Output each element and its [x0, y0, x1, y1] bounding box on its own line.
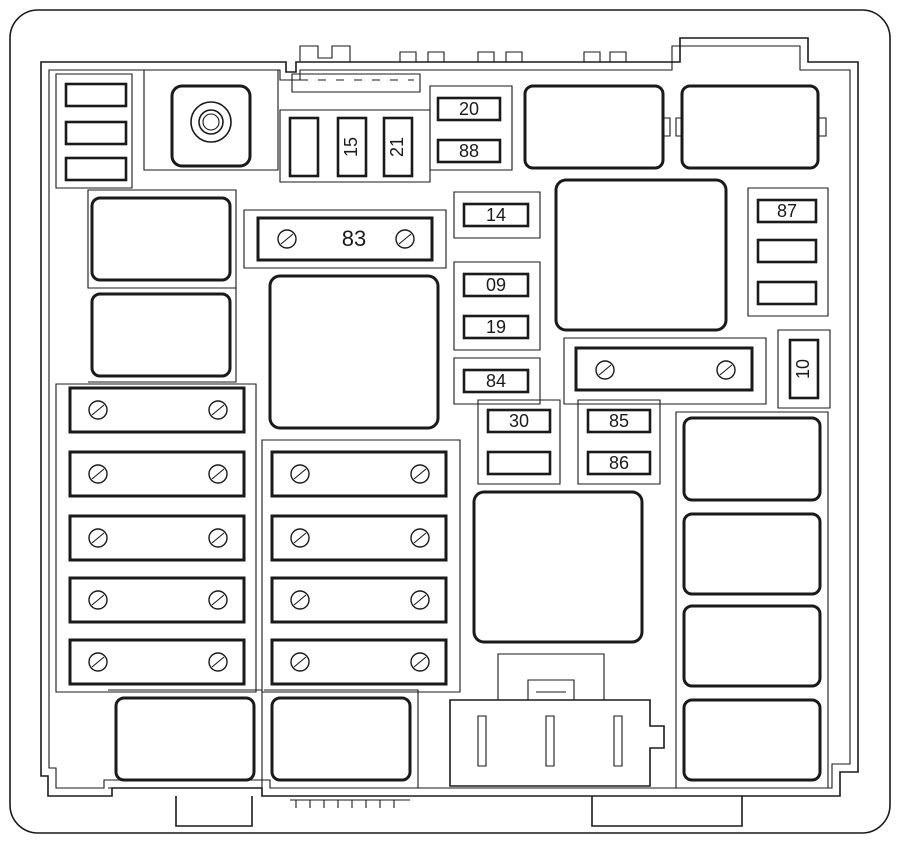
fuse-84-label: 84 [486, 371, 506, 391]
fuse-20-label: 20 [459, 99, 479, 119]
maxi-fuse-83: 83 [243, 209, 447, 269]
relay [114, 696, 256, 782]
relay [682, 512, 822, 596]
inner-body [40, 37, 859, 827]
fuse-21-label: 21 [387, 137, 407, 157]
fuse-15-label: 15 [341, 137, 361, 157]
fuse-block-85-86: 85 86 [577, 399, 661, 485]
fuse-box-outline [9, 9, 891, 834]
fuse-bank-top-left [55, 73, 133, 189]
fuse-10: 10 [777, 329, 831, 409]
fuse-85-label: 85 [609, 411, 629, 431]
fuse-30-label: 30 [509, 411, 529, 431]
fuse-86-label: 86 [609, 453, 629, 473]
maxi-fuse-column-left [55, 383, 257, 693]
relay [523, 84, 665, 170]
fuse-83-label: 83 [342, 226, 366, 251]
relay [270, 696, 412, 782]
relay [680, 84, 820, 170]
relay [90, 292, 232, 378]
fuse-block-09-19: 09 19 [453, 261, 541, 351]
maxi-fuse-column-right [261, 439, 461, 693]
fuse-84: 84 [453, 357, 541, 405]
fuse-19-label: 19 [486, 317, 506, 337]
relay [554, 178, 728, 332]
fuse-88-label: 88 [459, 141, 479, 161]
bolt-terminal [143, 69, 279, 171]
relay [472, 490, 644, 644]
fuse-14: 14 [453, 191, 541, 239]
connector-bottom [449, 653, 665, 787]
maxi-fuse-right [563, 337, 767, 405]
fuse-block-87: 87 [747, 187, 829, 317]
fuse-block-30: 30 [477, 399, 561, 485]
relay [682, 698, 822, 782]
relays [87, 84, 829, 789]
relay [682, 604, 822, 688]
relay [90, 196, 232, 282]
relay [682, 416, 822, 502]
relay [268, 274, 440, 430]
fuse-10-label: 10 [793, 359, 813, 379]
fuse-block-15-21: 15 21 [279, 109, 431, 183]
fuse-09-label: 09 [486, 275, 506, 295]
fuse-87-label: 87 [777, 201, 797, 221]
fuse-block-20-88: 20 88 [429, 85, 513, 171]
fuse-14-label: 14 [486, 205, 506, 225]
